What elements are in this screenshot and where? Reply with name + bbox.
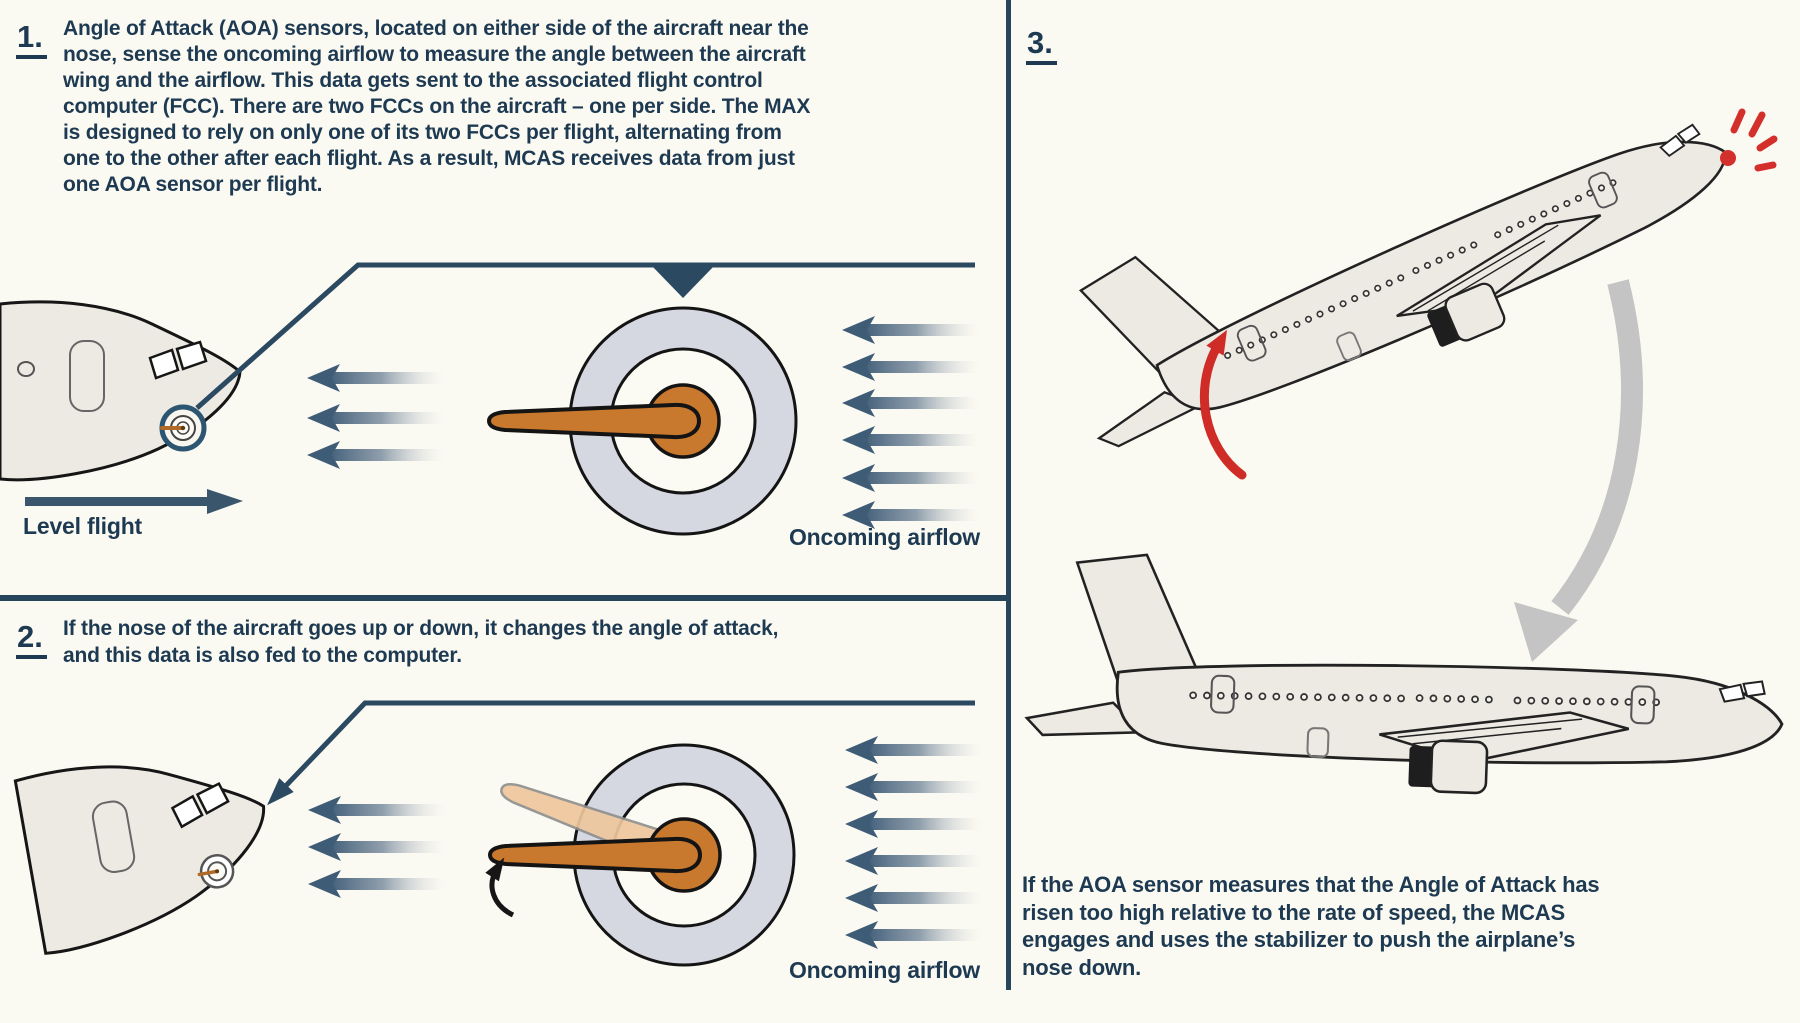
aircraft-climbing (1040, 29, 1754, 488)
cockpit-window (175, 340, 208, 371)
step-number-2: 2. (16, 620, 47, 659)
aircraft-leveling (1025, 551, 1787, 804)
aoa-sensor-small (159, 404, 207, 452)
level-flight-label: Level flight (23, 513, 143, 539)
aircraft-nose-level (0, 300, 242, 482)
cockpit-window (170, 794, 204, 829)
door-outline (91, 800, 136, 873)
panel1-diagram (0, 262, 978, 536)
aoa-sensor-dial (485, 743, 796, 967)
oncoming-airflow-label: Oncoming airflow (788, 524, 980, 550)
aoa-sensor-dial (486, 306, 798, 536)
callout-pointer-icon (195, 262, 975, 410)
horizontal-divider (0, 595, 1010, 601)
aoa-vane (487, 836, 703, 874)
nose-down-motion-arrow-icon (1514, 279, 1643, 662)
panel3-caption: If the AOA sensor measures that the Angl… (1022, 872, 1600, 980)
panel2-diagram (13, 700, 981, 967)
step-number-1: 1. (16, 20, 47, 59)
nose-pointer-arrow-icon (267, 700, 975, 806)
aircraft-nose-pitched-up (13, 765, 266, 955)
panel1-paragraph: Angle of Attack (AOA) sensors, located o… (63, 17, 811, 196)
fuselage-detail (17, 361, 35, 377)
level-flight-arrow-icon (25, 489, 243, 514)
cockpit-window (195, 781, 230, 815)
panel2-paragraph: If the nose of the aircraft goes up or d… (63, 617, 779, 667)
door-outline (69, 340, 105, 412)
aoa-vane (486, 402, 702, 440)
cockpit-window (148, 348, 180, 380)
aoa-sensor-small (197, 854, 235, 889)
oncoming-airflow-label: Oncoming airflow (788, 957, 980, 983)
step-number-3: 3. (1026, 26, 1057, 65)
aoa-alert-icon (1720, 108, 1778, 172)
panel3-diagram (1008, 0, 1800, 1023)
stabilizer-pitch-arrow-icon (1199, 329, 1247, 480)
vertical-divider (1006, 0, 1011, 990)
vane-rotation-arrow-icon (485, 857, 515, 918)
